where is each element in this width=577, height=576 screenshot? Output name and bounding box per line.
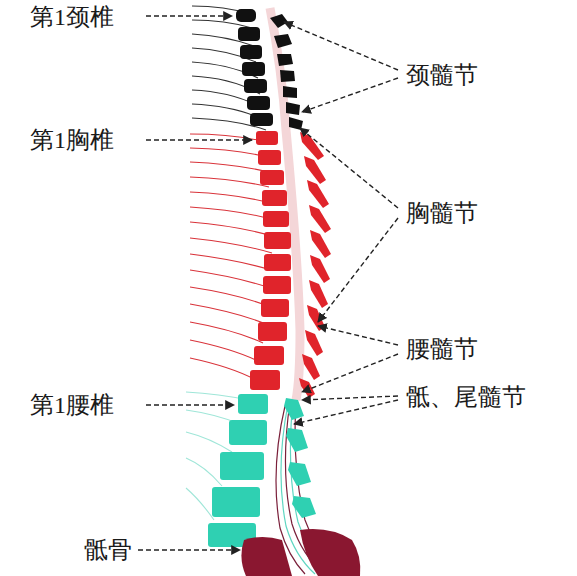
thoracic-nerves	[190, 134, 272, 380]
part-label: 腰髓节	[404, 336, 480, 362]
part-label: 第1颈椎	[28, 4, 116, 30]
thoracic-vertebrae	[250, 131, 331, 398]
sacrum	[241, 529, 360, 576]
part-label: 骶骨	[82, 537, 134, 563]
lumbar-vertebrae	[208, 394, 316, 547]
leader-lines	[138, 16, 398, 550]
part-label: 骶、尾髓节	[404, 384, 528, 410]
part-label: 胸髓节	[404, 200, 480, 226]
part-label: 颈髓节	[404, 62, 480, 88]
cervical-vertebrae	[236, 9, 303, 130]
part-label: 第1胸椎	[28, 127, 116, 153]
cervical-nerves	[192, 6, 266, 130]
part-label: 第1腰椎	[28, 392, 116, 418]
